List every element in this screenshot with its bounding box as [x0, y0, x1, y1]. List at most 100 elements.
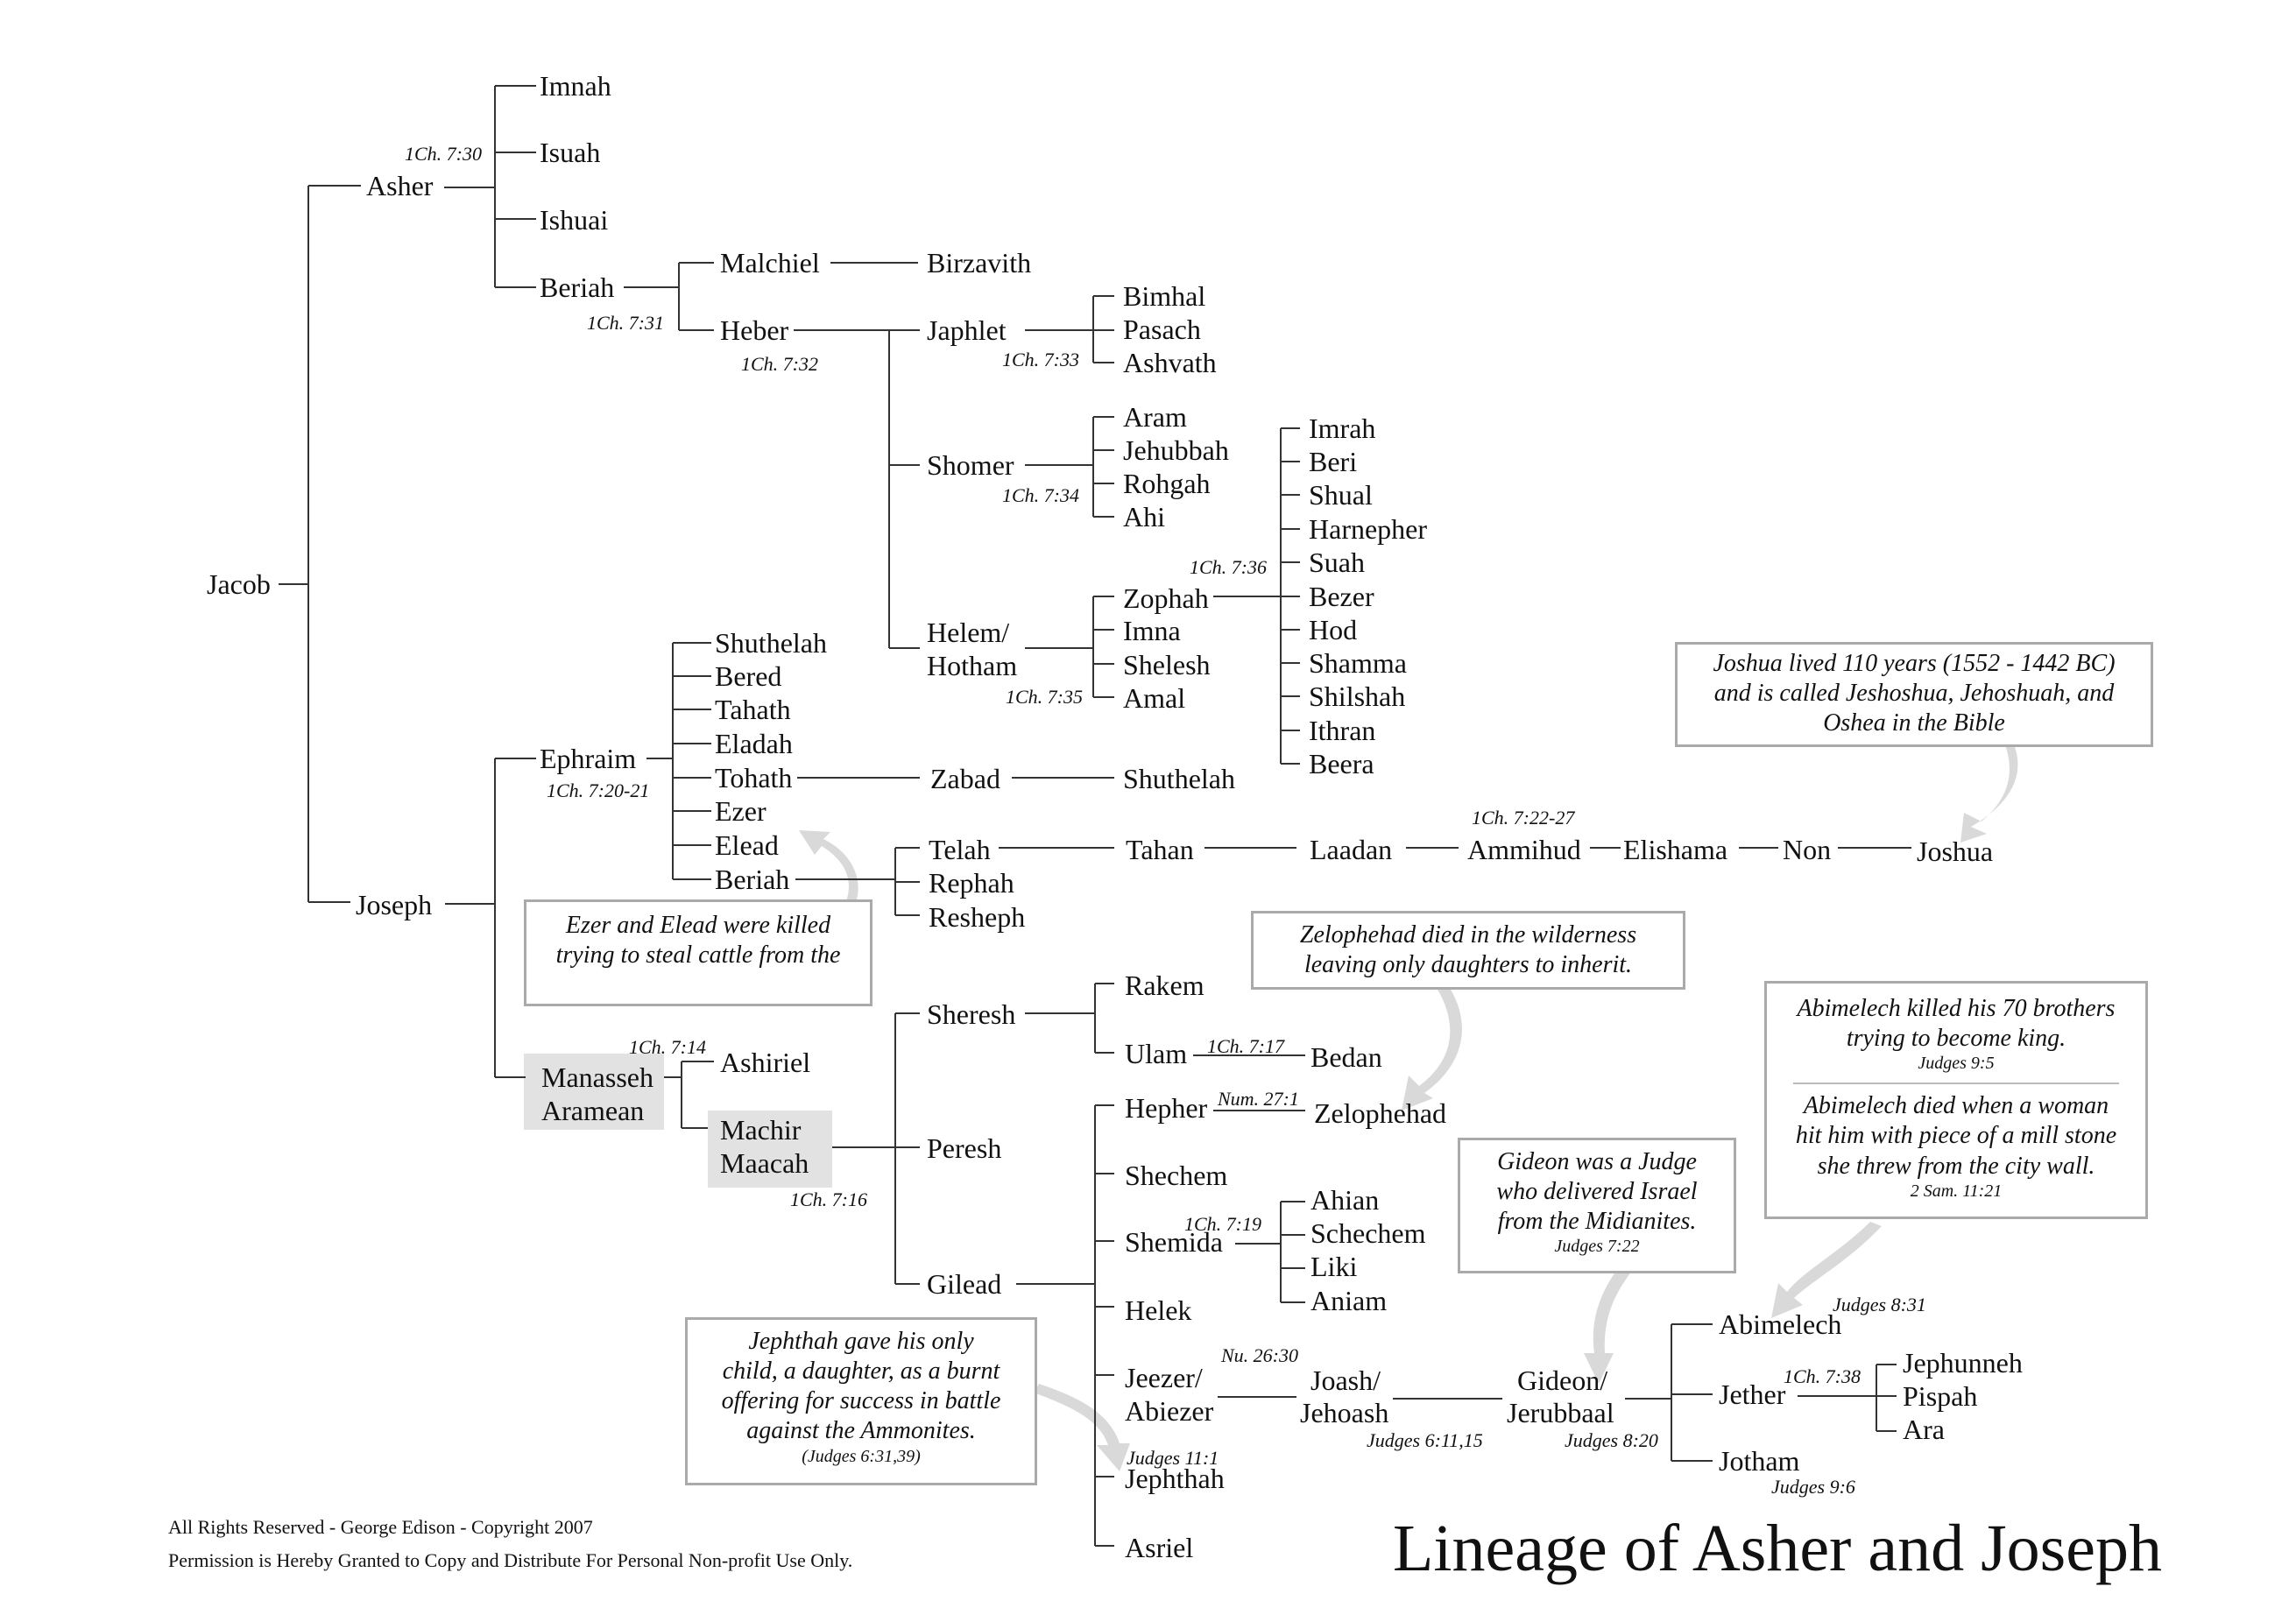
japhlet-name: Japhlet: [927, 314, 1007, 346]
schechem-name: Schechem: [1310, 1217, 1426, 1249]
note-line: from the Midianites.: [1497, 1208, 1697, 1236]
laadan-name: Laadan: [1310, 834, 1393, 865]
ref-ammihud: 1Ch. 7:22-27: [1472, 807, 1575, 829]
jehoash-name: Jehoash: [1300, 1397, 1389, 1428]
ishuai-name: Ishuai: [540, 204, 609, 236]
helek-name: Helek: [1125, 1294, 1192, 1326]
copyright-text: All Rights Reserved - George Edison - Co…: [168, 1516, 593, 1538]
ezer-elead-note: Ezer and Elead were killed trying to ste…: [524, 899, 872, 1006]
gideon-note: Gideon was a Judge who delivered Israel …: [1458, 1138, 1736, 1273]
suah-name: Suah: [1309, 547, 1365, 578]
ref-manasseh: 1Ch. 7:14: [629, 1036, 706, 1058]
shamma-name: Shamma: [1309, 647, 1407, 679]
liki-name: Liki: [1310, 1251, 1358, 1282]
note-line: Zelophehad died in the wilderness: [1299, 921, 1637, 949]
imna-name: Imna: [1123, 615, 1181, 646]
elishama-name: Elishama: [1623, 834, 1728, 865]
abiezer-name: Abiezer: [1125, 1395, 1214, 1427]
aram-name: Aram: [1123, 401, 1187, 433]
ref-hepher: Num. 27:1: [1218, 1088, 1299, 1110]
jether-name: Jether: [1719, 1379, 1786, 1410]
ref-abimelech: Judges 8:31: [1833, 1294, 1926, 1315]
ref-shomer: 1Ch. 7:34: [1002, 484, 1079, 506]
manasseh-highlight: [524, 1054, 664, 1130]
ahian-name: Ahian: [1310, 1184, 1380, 1216]
note-line: who delivered Israel: [1496, 1178, 1698, 1206]
joash-name: Joash/: [1310, 1365, 1381, 1396]
zelophehad-callout-arrow: [1402, 988, 1462, 1111]
permission-text: Permission is Hereby Granted to Copy and…: [168, 1549, 853, 1571]
aramean-name: Aramean: [541, 1095, 645, 1126]
ref-ulam: 1Ch. 7:17: [1207, 1035, 1284, 1057]
ref-jether: 1Ch. 7:38: [1784, 1365, 1861, 1387]
imnah-name: Imnah: [540, 70, 611, 102]
pispah-name: Pispah: [1903, 1380, 1978, 1412]
ref-beriah: 1Ch. 7:31: [587, 312, 664, 334]
abimelech-name: Abimelech: [1719, 1308, 1842, 1340]
ulam-name: Ulam: [1125, 1038, 1188, 1069]
ref-ephraim: 1Ch. 7:20-21: [547, 779, 650, 801]
amal-name: Amal: [1123, 682, 1186, 714]
ref-helem: 1Ch. 7:35: [1006, 686, 1083, 708]
bimhal-name: Bimhal: [1123, 280, 1206, 312]
malchiel-name: Malchiel: [720, 247, 820, 279]
ref-zophah: 1Ch. 7:36: [1190, 556, 1267, 578]
harnepher-name: Harnepher: [1309, 513, 1428, 545]
page-title: Lineage of Asher and Joseph: [1393, 1512, 2162, 1585]
ammihud-name: Ammihud: [1467, 834, 1581, 865]
note-ref: (Judges 6:31,39): [802, 1446, 921, 1466]
jeezer-name: Jeezer/: [1125, 1362, 1203, 1393]
zelophehad-name: Zelophehad: [1314, 1097, 1447, 1129]
ref-asher: 1Ch. 7:30: [405, 143, 482, 165]
rakem-name: Rakem: [1125, 970, 1205, 1001]
non-name: Non: [1783, 834, 1832, 865]
maacah-name: Maacah: [720, 1147, 809, 1179]
callout-arrows: [799, 743, 2018, 1471]
note-line: leaving only daughters to inherit.: [1303, 951, 1633, 979]
note-line: Ezer and Elead were killed: [565, 912, 831, 939]
joshua-name: Joshua: [1917, 836, 1994, 867]
ashvath-name: Ashvath: [1123, 347, 1217, 378]
bered-name: Bered: [715, 660, 782, 692]
ref-jotham: Judges 9:6: [1771, 1476, 1855, 1498]
ahi-name: Ahi: [1123, 501, 1165, 532]
note-line: and is called Jeshoshua, Jehoshuah, and: [1713, 680, 2115, 708]
tohath-name: Tohath: [715, 762, 793, 793]
note-line: Jephthah gave his only: [748, 1328, 974, 1355]
note-divider: [1793, 1083, 2119, 1085]
shemida-name: Shemida: [1125, 1226, 1223, 1258]
zophah-name: Zophah: [1123, 582, 1209, 614]
machir-name: Machir: [720, 1114, 802, 1146]
zabad-name: Zabad: [930, 763, 1000, 794]
rohgah-name: Rohgah: [1123, 468, 1211, 499]
shelesh-name: Shelesh: [1123, 649, 1211, 681]
jerubbaal-name: Jerubbaal: [1507, 1397, 1614, 1428]
note-line: trying to steal cattle from the: [555, 941, 841, 970]
ref-shemida: 1Ch. 7:19: [1184, 1213, 1261, 1235]
jephthah-name: Jephthah: [1125, 1463, 1225, 1494]
note-line: Gideon was a Judge: [1497, 1148, 1697, 1175]
note-ref: Judges 9:5: [1918, 1054, 1995, 1074]
ref-jeezer: Nu. 26:30: [1221, 1344, 1298, 1366]
rephah-name: Rephah: [929, 867, 1014, 899]
ref-machir: 1Ch. 7:16: [790, 1188, 867, 1210]
imrah-name: Imrah: [1309, 413, 1376, 444]
bedan-name: Bedan: [1310, 1041, 1382, 1073]
beri-name: Beri: [1309, 446, 1358, 477]
asher-name: Asher: [366, 170, 434, 201]
abimelech-callout-arrow: [1771, 1222, 1882, 1318]
ara-name: Ara: [1903, 1414, 1945, 1445]
ref-jephthah: Judges 11:1: [1127, 1447, 1219, 1469]
jacob-name: Jacob: [207, 568, 271, 600]
pasach-name: Pasach: [1123, 314, 1201, 345]
jephunneh-name: Jephunneh: [1903, 1347, 2023, 1379]
elead-name: Elead: [715, 829, 779, 861]
birzavith-name: Birzavith: [927, 247, 1032, 279]
isuah-name: Isuah: [540, 137, 601, 168]
shomer-name: Shomer: [927, 449, 1014, 481]
abimelech-note: Abimelech killed his 70 brothers trying …: [1764, 981, 2148, 1219]
shechem-name: Shechem: [1125, 1160, 1228, 1191]
helem-name: Helem/: [927, 617, 1010, 648]
zelophehad-note: Zelophehad died in the wilderness leavin…: [1251, 911, 1685, 990]
ephraim-name: Ephraim: [540, 743, 637, 774]
